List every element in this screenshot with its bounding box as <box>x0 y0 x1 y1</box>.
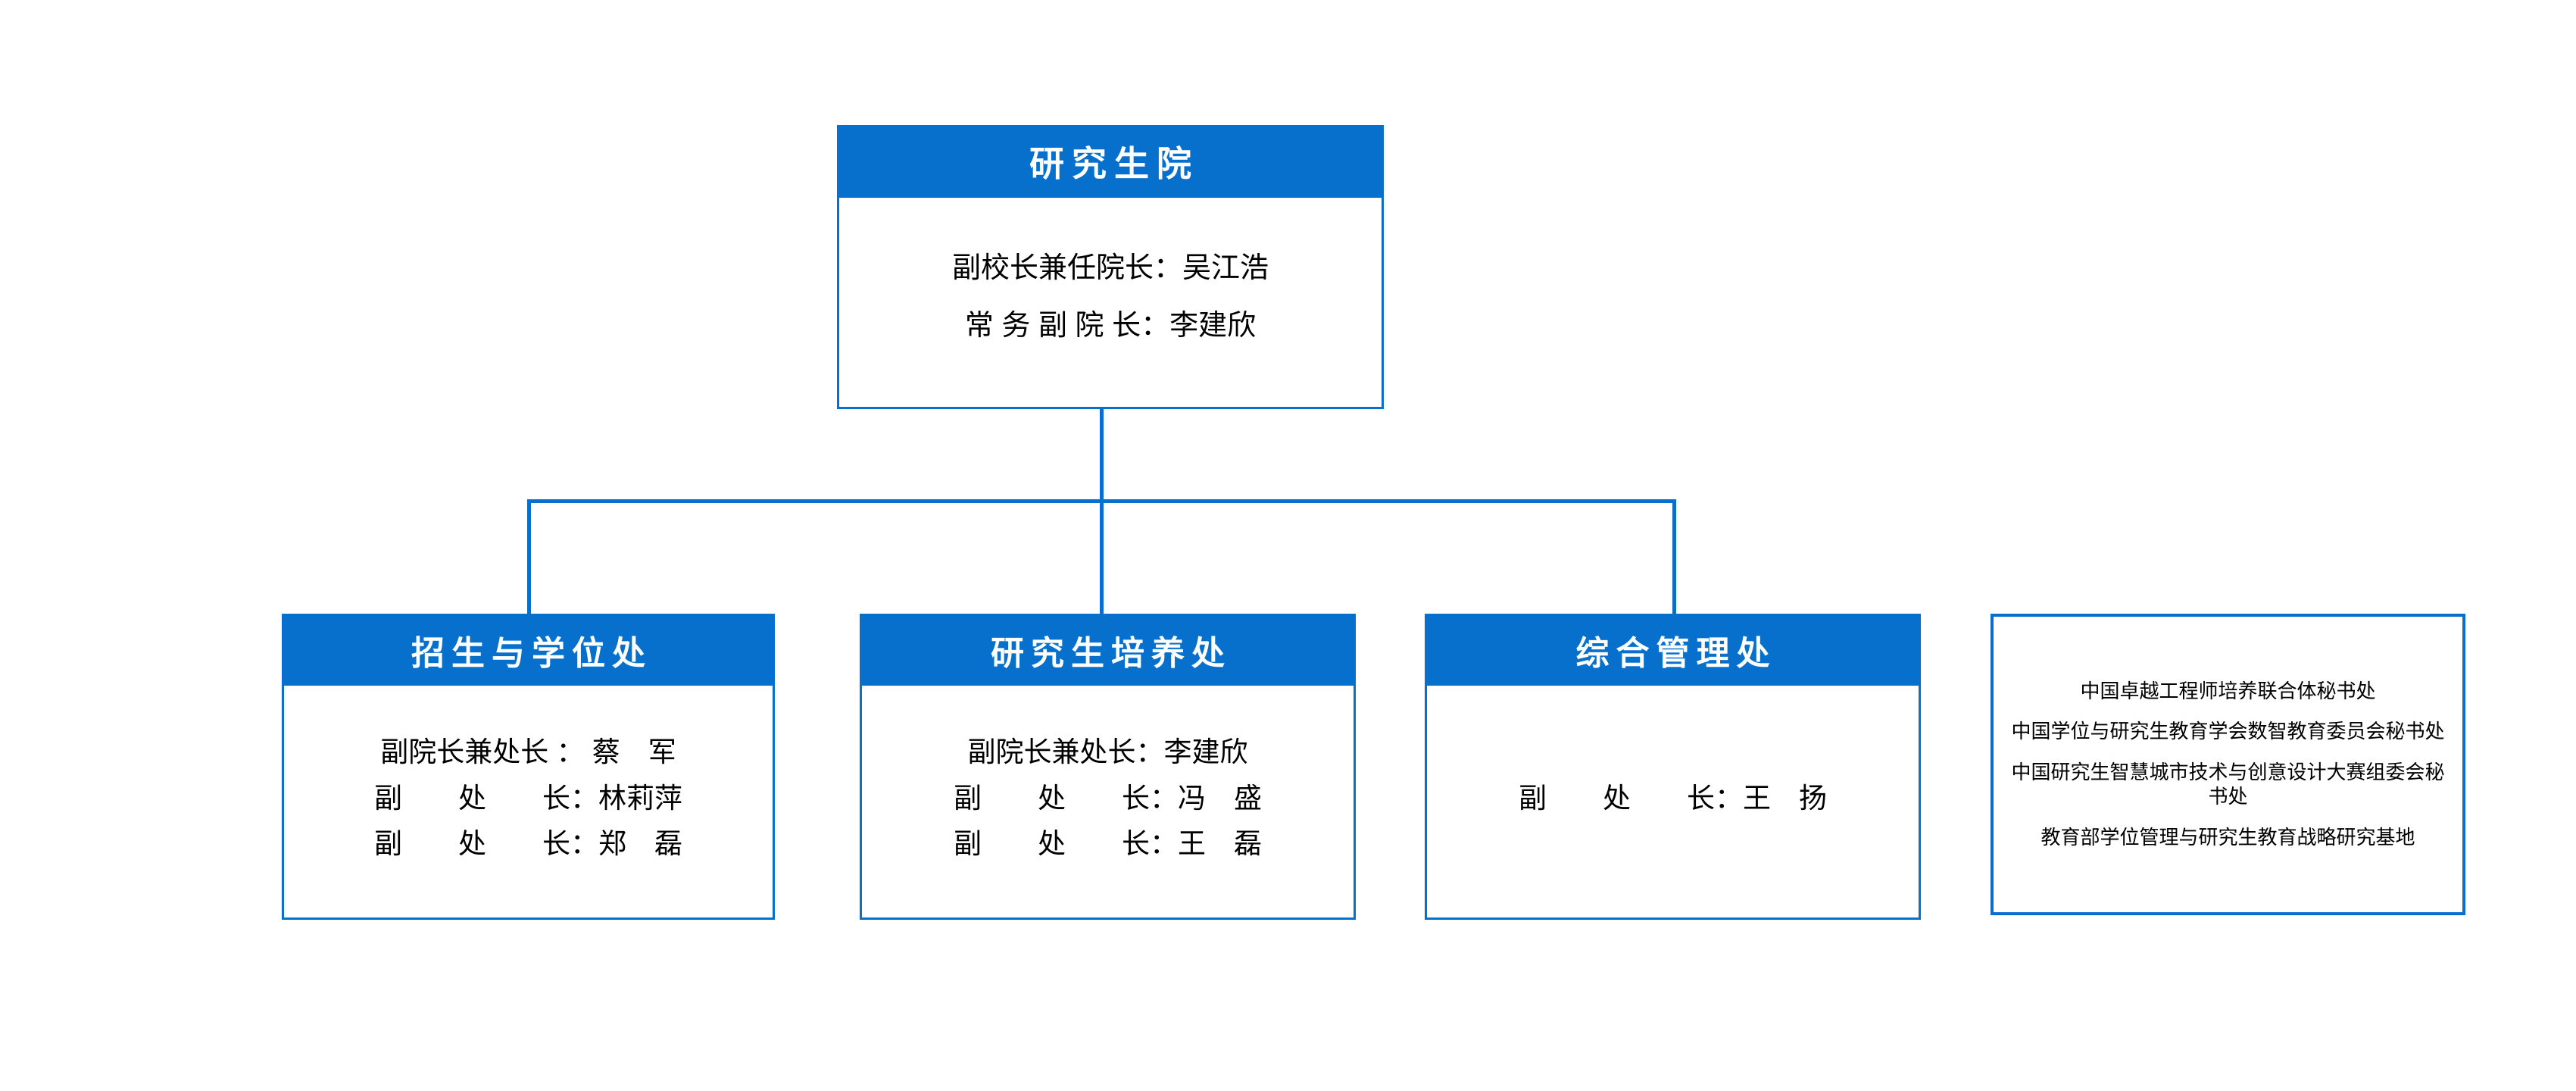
org-node-role-line: 副院长兼处长：李建欣 <box>967 736 1248 768</box>
connector-root-stem <box>1100 408 1104 503</box>
org-node-body-general-management: 副 处 长：王 扬 <box>1427 686 1919 918</box>
org-node-body-graduate-school: 副校长兼任院长：吴江浩 常 务 副 院 长：李建欣 <box>839 198 1382 407</box>
org-node-role-line: 副 处 长：王 扬 <box>1519 782 1827 814</box>
connector-drop-training <box>1100 499 1104 615</box>
org-node-body-admissions-and-degrees: 副院长兼处长 ： 蔡 军 副 处 长：林莉萍 副 处 长：郑 磊 <box>284 686 773 918</box>
org-node-title-graduate-training: 研究生培养处 <box>860 614 1356 686</box>
affiliated-organizations-panel: 中国卓越工程师培养联合体秘书处 中国学位与研究生教育学会数智教育委员会秘书处 中… <box>1991 614 2465 915</box>
org-node-role-line: 常 务 副 院 长：李建欣 <box>964 310 1257 342</box>
org-node-body-graduate-training: 副院长兼处长：李建欣 副 处 长：冯 盛 副 处 长：王 磊 <box>862 686 1354 918</box>
org-node-graduate-training[interactable]: 研究生培养处 副院长兼处长：李建欣 副 处 长：冯 盛 副 处 长：王 磊 <box>860 614 1356 920</box>
org-node-role-line: 副 处 长：冯 盛 <box>954 782 1262 814</box>
org-node-graduate-school[interactable]: 研究生院 副校长兼任院长：吴江浩 常 务 副 院 长：李建欣 <box>837 125 1384 409</box>
affiliated-organization-item: 中国研究生智慧城市技术与创意设计大赛组委会秘书处 <box>2011 761 2445 808</box>
org-node-general-management[interactable]: 综合管理处 副 处 长：王 扬 <box>1425 614 1921 920</box>
affiliated-organization-item: 教育部学位管理与研究生教育战略研究基地 <box>2041 825 2415 849</box>
org-node-title-admissions-and-degrees: 招生与学位处 <box>282 614 775 686</box>
org-node-role-line: 副校长兼任院长：吴江浩 <box>951 252 1269 285</box>
org-node-role-line: 副院长兼处长 ： 蔡 军 <box>380 736 676 768</box>
org-node-role-line: 副 处 长：林莉萍 <box>374 782 682 814</box>
affiliated-organization-item: 中国学位与研究生教育学会数智教育委员会秘书处 <box>2011 720 2445 743</box>
org-node-role-line: 副 处 长：王 磊 <box>954 828 1262 860</box>
org-node-title-general-management: 综合管理处 <box>1425 614 1921 686</box>
connector-drop-general-management <box>1672 499 1676 615</box>
org-node-admissions-and-degrees[interactable]: 招生与学位处 副院长兼处长 ： 蔡 军 副 处 长：林莉萍 副 处 长：郑 磊 <box>282 614 775 920</box>
org-node-role-line: 副 处 长：郑 磊 <box>374 828 682 860</box>
affiliated-organization-item: 中国卓越工程师培养联合体秘书处 <box>2080 679 2376 702</box>
connector-drop-admissions <box>527 499 531 615</box>
org-node-title-graduate-school: 研究生院 <box>837 125 1384 198</box>
